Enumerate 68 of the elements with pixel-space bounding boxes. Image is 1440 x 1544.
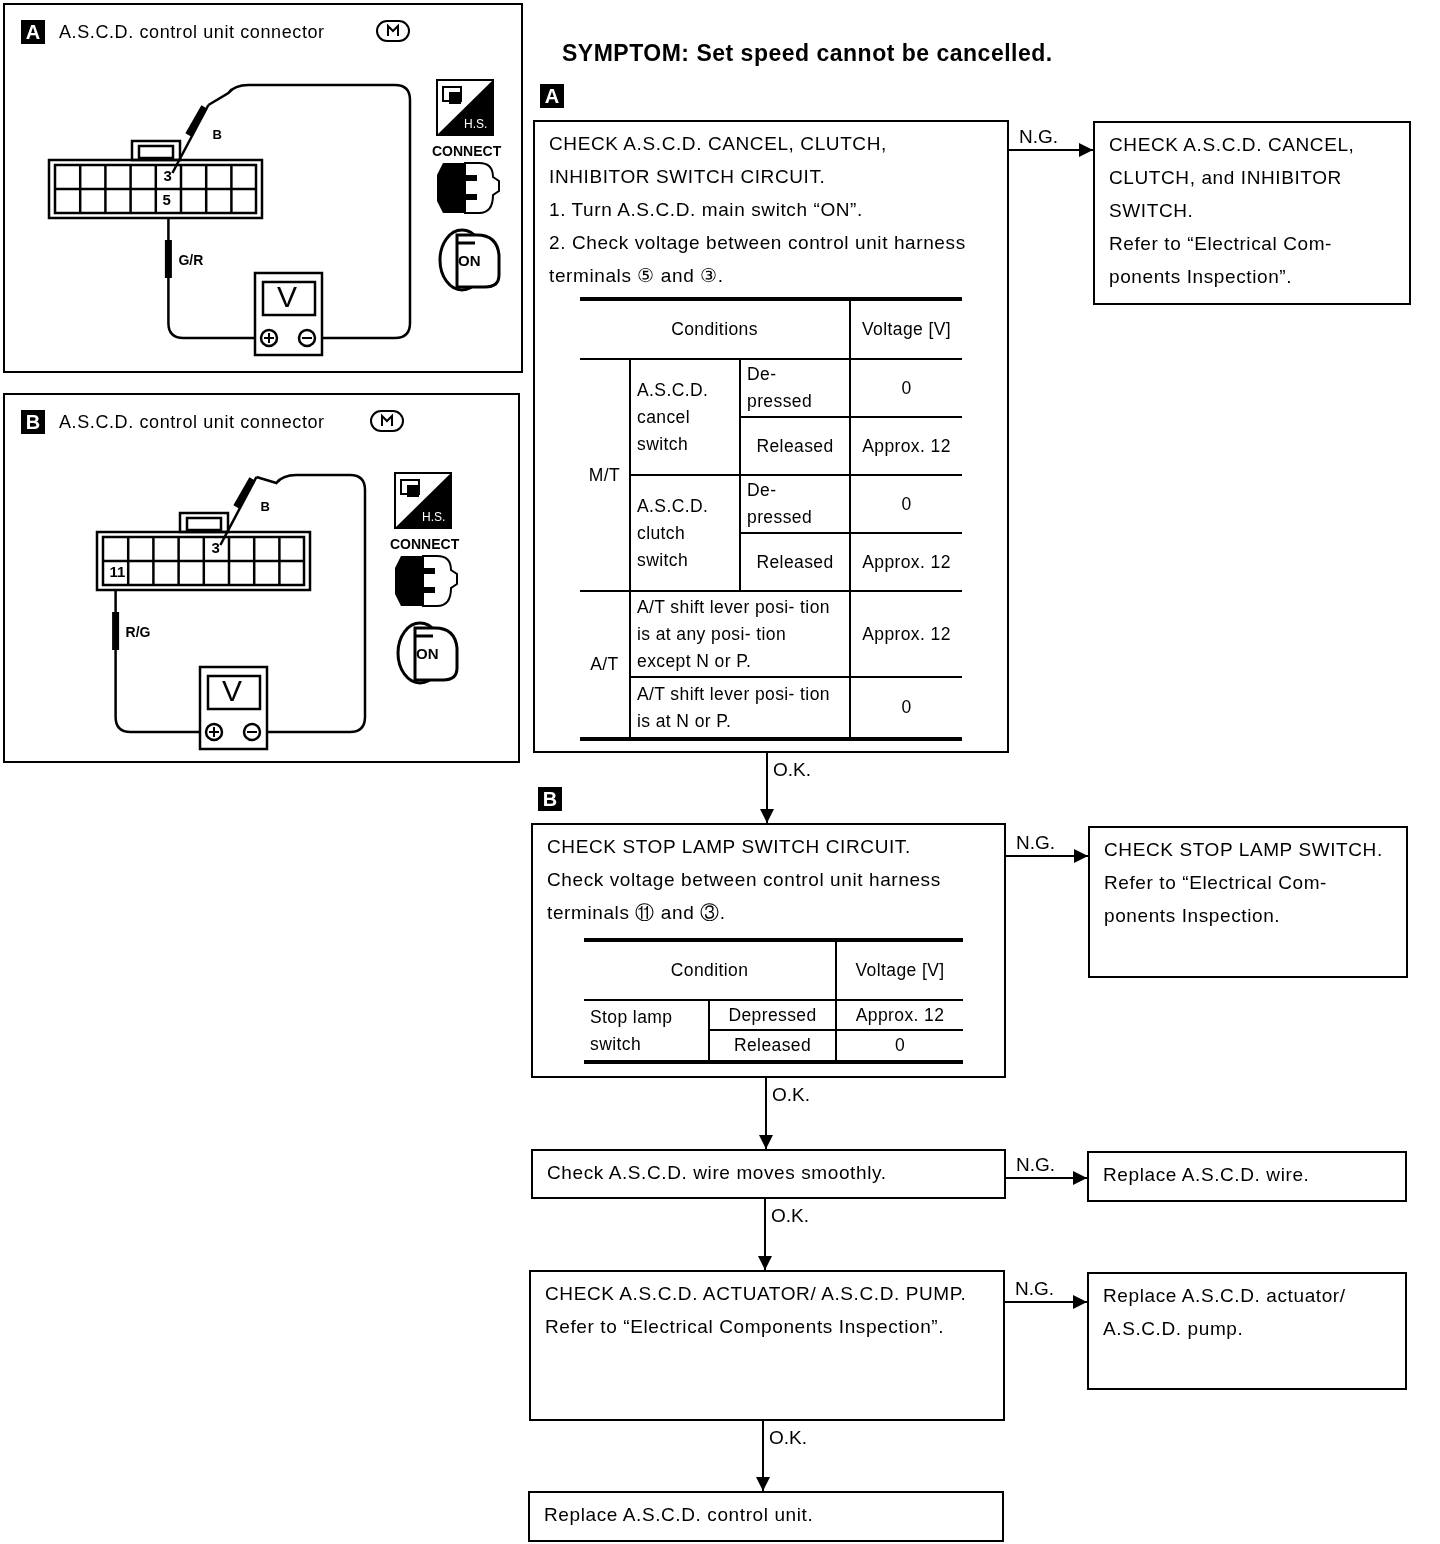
step-text: Check A.S.C.D. wire moves smoothly. [547,1161,888,1185]
wire-color-label: G/R [178,252,204,268]
table-cell: A.S.C.D. clutch switch [630,475,740,591]
icon-text: ON [416,645,439,662]
arrow [756,1420,770,1492]
step-box [533,120,1009,753]
section-badge: A [21,20,45,44]
step-text: CHECK A.S.C.D. CANCEL, CLUTCH, INHIBITOR SWITCH CIRCUIT. [549,132,888,189]
step-text: Replace A.S.C.D. actuator/ A.S.C.D. pump. [1103,1284,1347,1341]
meter-display-text: V [277,281,297,313]
step-box [531,823,1006,1078]
arrow [1005,1171,1088,1185]
step-text: Refer to “Electrical Com- ponents Inspection. [1104,871,1328,928]
step-text: 1. Turn A.S.C.D. main switch “ON”. [549,198,864,222]
panel-heading: A.S.C.D. control unit connector [59,411,325,434]
diagram-panel [3,3,523,373]
wire-color-label: R/G [125,624,151,640]
step-text: Replace A.S.C.D. control unit. [544,1503,815,1527]
icon-caption: CONNECT [390,536,460,552]
panel-heading: A.S.C.D. control unit connector [59,21,325,44]
step-text: CHECK STOP LAMP SWITCH. [1104,838,1384,862]
step-text: 2. Check voltage between control unit harness terminals ⑤ and ③. [549,231,967,288]
title: SYMPTOM: Set speed cannot be cancelled. [562,40,1053,67]
arrow [758,1198,772,1271]
table-cell: Depressed [709,1000,836,1030]
step-box [529,1270,1005,1421]
pin-number: 5 [162,191,171,208]
step-box [1093,121,1411,305]
table-cell: A/T shift lever posi- tion is at any posi- tion except N or P. [630,591,850,677]
arrow [759,1077,773,1150]
icon-caption: CONNECT [432,143,502,159]
arrow [1005,849,1089,863]
table-cell: Released [740,533,850,591]
icon-text: H.S. [422,510,446,524]
table-cell: Conditions [580,301,850,359]
step-box [1087,1151,1407,1202]
step-text: CHECK A.S.C.D. ACTUATOR/ A.S.C.D. PUMP. [545,1282,968,1306]
table-cell: A.S.C.D. cancel switch [630,359,740,475]
pin-number: 11 [109,563,126,580]
table-cell: Condition [584,942,836,1000]
arrow [760,752,774,824]
step-text: Refer to “Electrical Com- ponents Inspection”. [1109,232,1333,289]
step-text: Replace A.S.C.D. wire. [1103,1163,1311,1187]
icon-text: H.S. [464,117,488,131]
meter-display-text: V [222,675,242,707]
step-box [528,1491,1004,1542]
pin-number: 3 [163,167,172,184]
section-badge: B [538,787,562,811]
section-badge: A [540,84,564,108]
pin-number: 3 [211,539,220,556]
table-cell: Released [740,417,850,475]
step-box [531,1149,1006,1199]
table-cell: M/T [580,359,630,591]
table-cell: De- pressed [740,475,850,533]
diagram-panel [3,393,520,763]
table-cell: De- pressed [740,359,850,417]
arrow [1004,1295,1088,1309]
step-box [1087,1272,1407,1390]
section-badge: B [21,410,45,434]
wire-color-label: B [260,499,270,514]
step-text: Check voltage between control unit harness terminals ⑪ and ③. [547,868,942,925]
step-text: CHECK A.S.C.D. CANCEL, CLUTCH, and INHIBITOR SWITCH. [1109,133,1356,223]
icon-text: ON [458,252,481,269]
step-text: CHECK STOP LAMP SWITCH CIRCUIT. [547,835,912,859]
wire-color-label: B [212,127,222,142]
arrow [1008,143,1094,157]
step-box [1088,826,1408,978]
step-text: Refer to “Electrical Components Inspection”. [545,1315,946,1339]
